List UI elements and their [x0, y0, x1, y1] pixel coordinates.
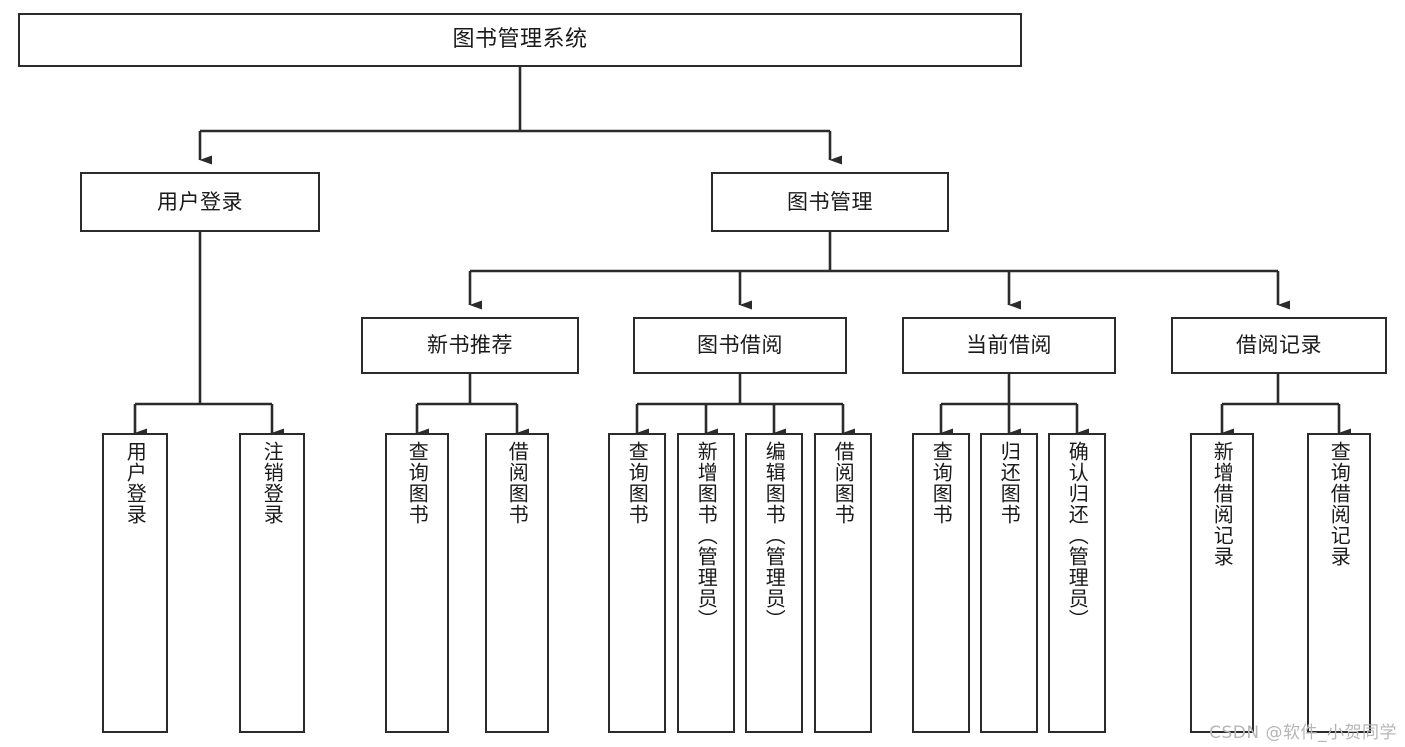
node-leaf-query-book-1-label: 查询图书: [405, 441, 430, 525]
node-leaf-add-record[interactable]: 新增借阅记录: [1190, 433, 1254, 733]
node-book-management-label: 图书管理: [787, 189, 873, 214]
node-book-borrow-label: 图书借阅: [697, 333, 783, 358]
node-leaf-logout-label: 注销登录: [260, 441, 285, 525]
node-leaf-return-book-label: 归还图书: [997, 441, 1022, 525]
node-current-borrow[interactable]: 当前借阅: [902, 317, 1116, 374]
node-leaf-query-book-2-label: 查询图书: [625, 441, 650, 525]
node-new-book-recommend[interactable]: 新书推荐: [361, 317, 579, 374]
node-leaf-query-book-3-label: 查询图书: [929, 441, 954, 525]
node-current-borrow-label: 当前借阅: [966, 333, 1052, 358]
node-leaf-return-book[interactable]: 归还图书: [980, 433, 1038, 733]
node-leaf-query-record[interactable]: 查询借阅记录: [1307, 433, 1371, 733]
node-leaf-query-book-3[interactable]: 查询图书: [912, 433, 970, 733]
node-root-label: 图书管理系统: [452, 27, 588, 53]
node-borrow-record-label: 借阅记录: [1236, 333, 1322, 358]
node-leaf-confirm-return-label: 确认归还（管理员）: [1065, 441, 1090, 630]
node-leaf-borrow-book-2-label: 借阅图书: [831, 441, 856, 525]
node-leaf-edit-book[interactable]: 编辑图书（管理员）: [745, 433, 803, 733]
node-leaf-query-record-label: 查询借阅记录: [1327, 441, 1352, 567]
node-leaf-logout[interactable]: 注销登录: [239, 433, 305, 733]
node-leaf-add-book-label: 新增图书（管理员）: [694, 441, 719, 630]
node-book-management[interactable]: 图书管理: [711, 172, 949, 232]
node-leaf-user-login-label: 用户登录: [123, 441, 148, 525]
node-leaf-query-book-1[interactable]: 查询图书: [385, 433, 449, 733]
node-leaf-add-record-label: 新增借阅记录: [1210, 441, 1235, 567]
node-leaf-user-login[interactable]: 用户登录: [102, 433, 168, 733]
node-leaf-add-book[interactable]: 新增图书（管理员）: [677, 433, 735, 733]
node-leaf-borrow-book-1[interactable]: 借阅图书: [485, 433, 549, 733]
node-leaf-confirm-return[interactable]: 确认归还（管理员）: [1048, 433, 1106, 733]
node-leaf-query-book-2[interactable]: 查询图书: [608, 433, 666, 733]
node-leaf-borrow-book-2[interactable]: 借阅图书: [814, 433, 872, 733]
node-leaf-edit-book-label: 编辑图书（管理员）: [762, 441, 787, 630]
node-user-login-label: 用户登录: [157, 189, 243, 214]
node-borrow-record[interactable]: 借阅记录: [1171, 317, 1387, 374]
node-leaf-borrow-book-1-label: 借阅图书: [505, 441, 530, 525]
node-new-book-recommend-label: 新书推荐: [427, 333, 513, 358]
node-book-borrow[interactable]: 图书借阅: [633, 317, 847, 374]
node-root[interactable]: 图书管理系统: [18, 13, 1022, 67]
node-user-login[interactable]: 用户登录: [80, 172, 320, 232]
